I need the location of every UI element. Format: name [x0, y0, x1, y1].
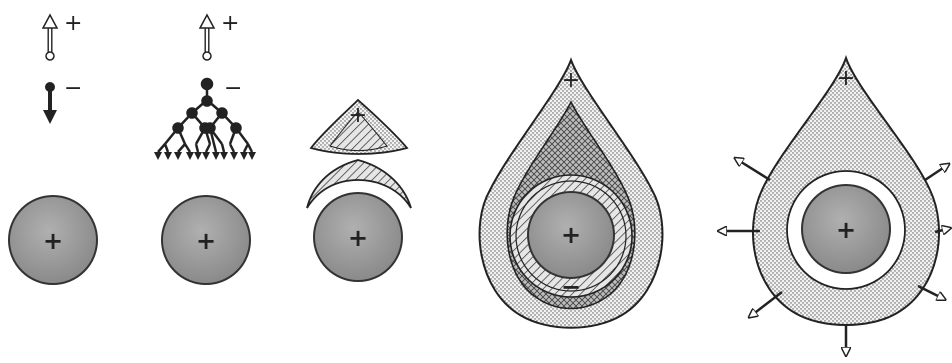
nucleus-1: +	[9, 196, 97, 284]
nucleus-2: +	[162, 196, 250, 284]
forming-cap: +	[311, 100, 407, 154]
arrow-upper-left	[738, 160, 770, 180]
arrow-lower-left	[752, 292, 782, 315]
minus-label: −	[224, 76, 242, 101]
minus-label: −	[64, 76, 82, 101]
positive-particle-up: +	[43, 11, 82, 60]
nucleus-charge: +	[836, 216, 856, 244]
positive-particle-up: +	[200, 11, 239, 60]
panel-1: + − +	[9, 11, 97, 284]
tip-charge: +	[837, 66, 855, 91]
nucleus-charge: +	[43, 227, 63, 255]
tip-charge: +	[562, 68, 580, 93]
cascade-tree: −	[154, 76, 256, 160]
cap-charge: +	[349, 103, 367, 128]
nucleus-charge: +	[348, 224, 368, 252]
panel-3: + +	[307, 100, 411, 281]
negative-particle-down: −	[43, 76, 82, 124]
arrow-upper-right	[925, 166, 946, 180]
nucleus-5: +	[802, 185, 890, 273]
ring-charge: −	[561, 273, 581, 301]
panel-4: + + −	[480, 60, 663, 328]
nucleus-4: +	[528, 192, 614, 278]
nucleus-charge: +	[196, 227, 216, 255]
panel-2: + −	[154, 11, 256, 284]
panel-5: + +	[722, 58, 947, 352]
plus-label: +	[221, 11, 239, 36]
nucleus-3: +	[314, 193, 402, 281]
plus-label: +	[64, 11, 82, 36]
nucleus-charge: +	[561, 221, 581, 249]
